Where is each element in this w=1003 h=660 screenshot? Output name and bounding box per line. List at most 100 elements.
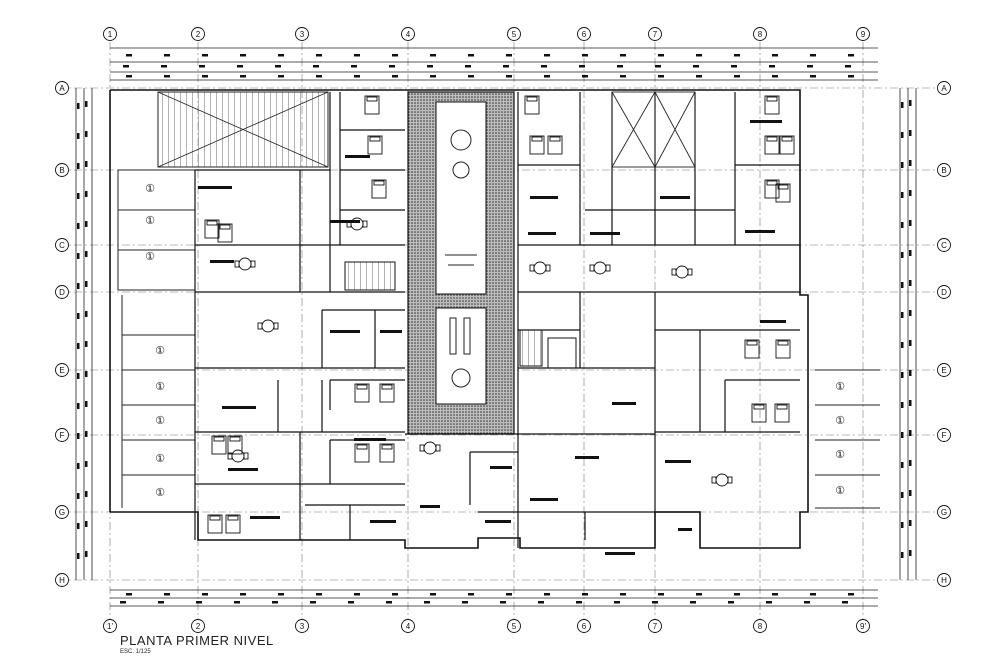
elevator-shafts <box>611 91 696 168</box>
central-atrium <box>407 91 515 435</box>
room-label-mark <box>745 230 775 233</box>
dimension-tick <box>614 601 620 604</box>
dimension-tick <box>272 601 278 604</box>
dimension-tick <box>354 593 360 596</box>
dimension-tick <box>85 101 88 107</box>
dimension-tick <box>240 593 246 596</box>
dimension-tick <box>77 343 80 349</box>
bed-symbol <box>774 403 790 423</box>
dimension-tick <box>430 593 436 596</box>
dimension-tick <box>85 491 88 497</box>
column-axis-top-8: 8 <box>753 27 767 41</box>
dimension-tick <box>126 54 132 57</box>
row-axis-right-H: H <box>937 573 951 587</box>
row-axis-label: H <box>941 576 947 585</box>
bed-symbol <box>204 219 220 239</box>
dimension-tick <box>278 75 284 78</box>
dimension-tick <box>620 75 626 78</box>
dimension-tick <box>901 522 904 528</box>
bed-symbol <box>744 339 760 359</box>
dimension-tick <box>120 601 126 604</box>
column-axis-label: 3 <box>300 30 305 39</box>
bed-symbol <box>217 223 233 243</box>
dimension-tick <box>901 102 904 108</box>
column-axis-bottom-8: 8 <box>753 619 767 633</box>
dimension-tick <box>430 54 436 57</box>
dimension-tick <box>734 75 740 78</box>
bed-symbol <box>354 383 370 403</box>
parking-space-marker: ① <box>155 344 165 357</box>
column-axis-label: 8 <box>758 622 763 631</box>
dimension-tick <box>696 75 702 78</box>
dimension-tick <box>77 553 80 559</box>
dimension-tick <box>123 65 129 68</box>
dimension-tick <box>85 251 88 257</box>
stairs <box>344 261 577 369</box>
column-axis-label: 5 <box>512 30 517 39</box>
dimension-tick <box>77 133 80 139</box>
dimension-tick <box>901 462 904 468</box>
table-with-chairs-symbol <box>234 257 256 271</box>
column-axis-label: 6 <box>582 622 587 631</box>
dimension-tick <box>462 601 468 604</box>
dimension-tick <box>77 253 80 259</box>
parking-area-right <box>815 369 880 509</box>
dimension-tick <box>734 54 740 57</box>
dimension-tick <box>909 490 912 496</box>
dimension-tick <box>430 75 436 78</box>
table-with-chairs-symbol <box>257 319 279 333</box>
column-axis-top-2: 2 <box>191 27 205 41</box>
bed-symbol <box>764 95 780 115</box>
dimension-tick <box>909 280 912 286</box>
dimension-tick <box>807 65 813 68</box>
room-label-mark <box>490 466 512 469</box>
table-with-chairs-symbol <box>671 265 693 279</box>
row-axis-right-C: C <box>937 238 951 252</box>
row-axis-right-D: D <box>937 285 951 299</box>
bed-symbol <box>751 403 767 423</box>
parking-space-marker: ① <box>155 380 165 393</box>
dimension-tick <box>85 311 88 317</box>
dimension-tick <box>202 54 208 57</box>
dimension-tick <box>85 551 88 557</box>
dimension-tick <box>658 75 664 78</box>
dimension-tick <box>85 281 88 287</box>
room-label-mark <box>612 402 636 405</box>
dimension-tick <box>85 401 88 407</box>
dimension-tick <box>848 593 854 596</box>
dimension-tick <box>77 163 80 169</box>
row-axis-label: D <box>59 288 65 297</box>
room-label-mark <box>605 552 635 555</box>
dimension-tick <box>848 54 854 57</box>
dimension-tick <box>690 601 696 604</box>
room-label-mark <box>380 330 402 333</box>
right-dimension-lines <box>899 88 917 580</box>
dimension-tick <box>901 312 904 318</box>
dimension-tick <box>85 371 88 377</box>
dimension-tick <box>196 601 202 604</box>
bed-symbol <box>354 443 370 463</box>
dimension-tick <box>845 65 851 68</box>
row-axis-label: F <box>942 431 947 440</box>
room-label-mark <box>760 320 786 323</box>
dimension-tick <box>468 54 474 57</box>
column-axis-label: 5 <box>512 622 517 631</box>
dimension-tick <box>544 54 550 57</box>
dimension-tick <box>234 601 240 604</box>
dimension-tick <box>392 593 398 596</box>
room-label-mark <box>530 498 558 501</box>
dimension-tick <box>424 601 430 604</box>
dimension-tick <box>278 54 284 57</box>
room-label-mark <box>330 330 360 333</box>
row-axis-label: F <box>60 431 65 440</box>
parking-space-marker: ① <box>155 414 165 427</box>
column-axis-top-5: 5 <box>507 27 521 41</box>
dimension-tick <box>804 601 810 604</box>
column-axis-label: 2 <box>196 622 201 631</box>
dimension-tick <box>77 193 80 199</box>
room-label-mark <box>485 520 511 523</box>
column-axis-label: 7 <box>653 30 658 39</box>
dimension-tick <box>85 161 88 167</box>
dimension-tick <box>810 593 816 596</box>
